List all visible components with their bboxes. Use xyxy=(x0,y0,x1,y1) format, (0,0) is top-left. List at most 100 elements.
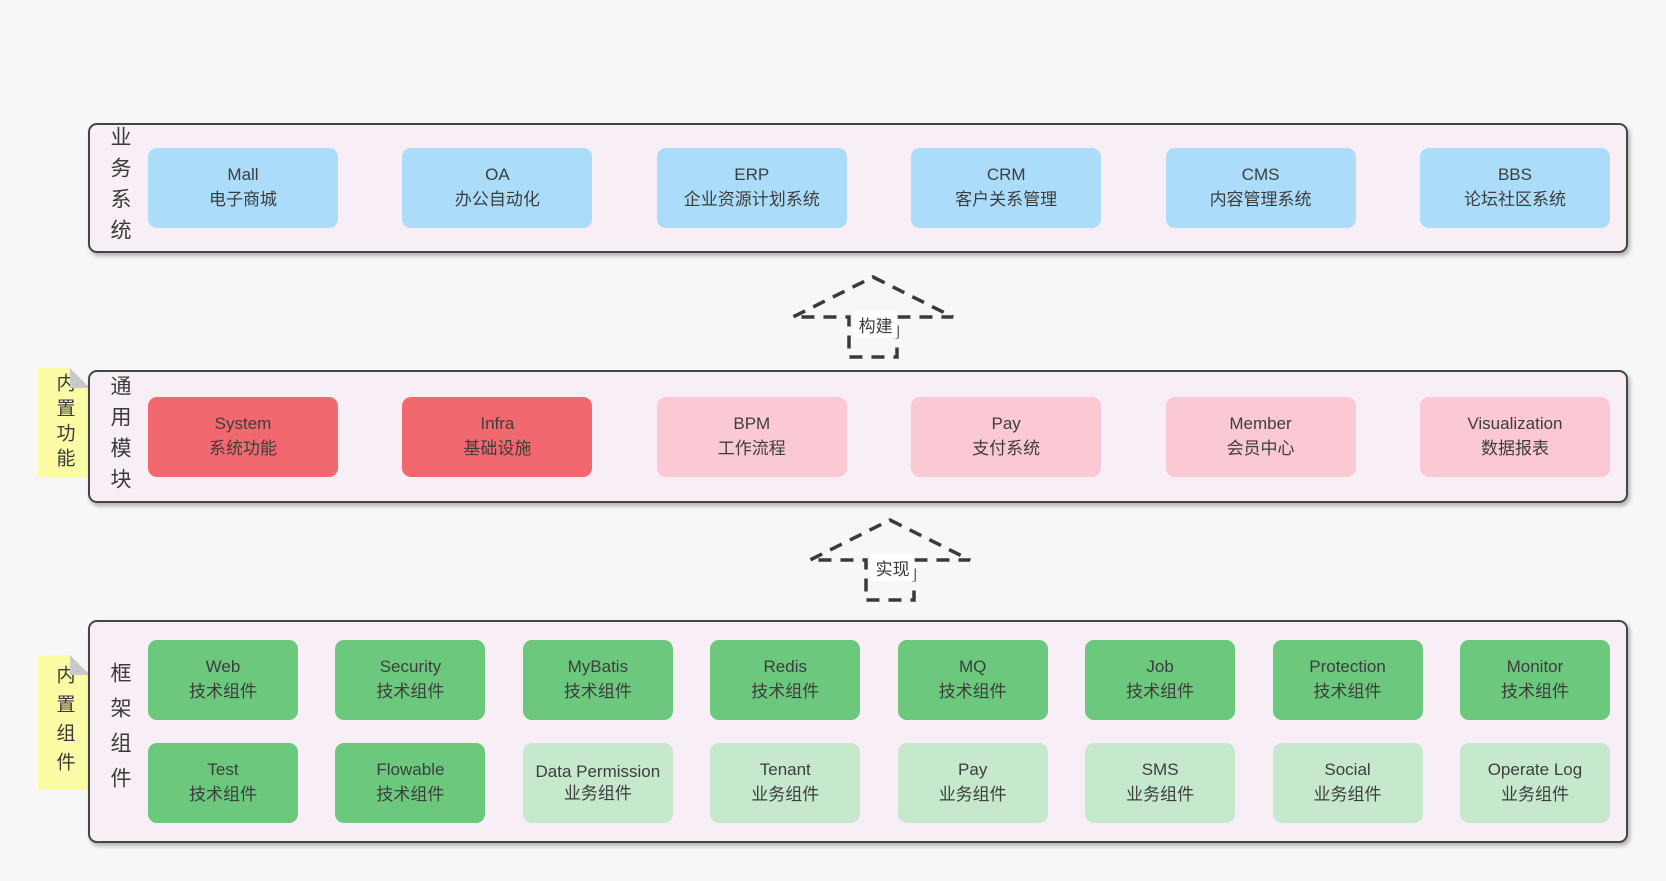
node-name: Pay xyxy=(958,760,988,780)
node-web: Web 技术组件 xyxy=(148,640,298,720)
node-oa: OA 办公自动化 xyxy=(402,148,593,228)
arrow-implement: 实现 xyxy=(808,518,972,602)
node-name: Operate Log xyxy=(1487,760,1583,780)
node-desc: 业务组件 xyxy=(563,784,632,803)
sticky-text: 内置组件 xyxy=(53,664,75,781)
framework-row-1: Web 技术组件 Security 技术组件 MyBatis 技术组件 Redi… xyxy=(148,640,1610,720)
node-crm: CRM 客户关系管理 xyxy=(911,148,1102,228)
node-name: BBS xyxy=(1497,165,1532,185)
node-desc: 技术组件 xyxy=(563,682,632,701)
node-name: Member xyxy=(1229,413,1292,433)
node-name: OA xyxy=(485,165,510,185)
sticky-fold-corner-icon xyxy=(70,655,90,675)
layer-business-systems: 业务系统 Mall 电子商城 OA 办公自动化 ERP 企业资源计划系统 CRM… xyxy=(88,123,1628,253)
node-infra: Infra 基础设施 xyxy=(402,396,593,477)
node-operate-log: Operate Log 业务组件 xyxy=(1459,743,1610,823)
layer-label-common: 通用模块 xyxy=(90,372,148,501)
node-name: Protection xyxy=(1309,657,1386,677)
node-desc: 支付系统 xyxy=(972,438,1041,458)
node-member: Member 会员中心 xyxy=(1165,396,1356,477)
arrow-build: 构建 xyxy=(791,275,955,359)
node-social: Social 业务组件 xyxy=(1272,743,1423,823)
node-erp: ERP 企业资源计划系统 xyxy=(656,148,847,228)
node-name: Social xyxy=(1324,760,1371,780)
node-desc: 技术组件 xyxy=(189,785,257,804)
node-visualization: Visualization 数据报表 xyxy=(1419,396,1610,477)
node-name: System xyxy=(214,413,272,433)
layer-label-text: 业务系统 xyxy=(108,126,131,250)
node-desc: 内容管理系统 xyxy=(1209,190,1312,209)
node-protection: Protection 技术组件 xyxy=(1272,640,1423,720)
node-bpm: BPM 工作流程 xyxy=(656,396,847,477)
node-name: Monitor xyxy=(1506,657,1564,677)
common-node-row: System 系统功能 Infra 基础设施 BPM 工作流程 Pay 支付系统… xyxy=(148,372,1626,501)
node-bbs: BBS 论坛社区系统 xyxy=(1419,148,1610,228)
sticky-built-in-features: 内置功能 xyxy=(38,368,90,477)
block-arrow-up-icon xyxy=(792,275,954,359)
node-name: Pay xyxy=(991,413,1021,433)
node-name: CRM xyxy=(986,165,1026,185)
node-tenant: Tenant 业务组件 xyxy=(710,743,861,823)
node-desc: 技术组件 xyxy=(751,682,820,701)
node-desc: 电子商城 xyxy=(209,190,277,209)
node-desc: 技术组件 xyxy=(1313,682,1382,701)
node-name: Mall xyxy=(227,165,259,185)
node-name: MyBatis xyxy=(567,657,629,677)
node-security: Security 技术组件 xyxy=(335,640,486,720)
layer-label-framework: 框架组件 xyxy=(90,622,148,841)
node-flowable: Flowable 技术组件 xyxy=(335,743,486,823)
sticky-fold-corner-icon xyxy=(70,368,90,388)
sticky-text: 内置功能 xyxy=(53,372,75,473)
node-desc: 办公自动化 xyxy=(454,190,540,209)
node-name: Data Permission xyxy=(535,761,661,781)
node-name: Flowable xyxy=(376,760,445,780)
node-test: Test 技术组件 xyxy=(148,743,298,823)
node-desc: 业务组件 xyxy=(751,785,820,804)
node-pay-system: Pay 支付系统 xyxy=(911,396,1102,477)
node-pay-component: Pay 业务组件 xyxy=(897,743,1048,823)
node-name: MQ xyxy=(958,657,987,677)
node-name: Tenant xyxy=(759,760,811,780)
node-desc: 业务组件 xyxy=(1500,785,1569,804)
node-job: Job 技术组件 xyxy=(1085,640,1236,720)
node-name: Infra xyxy=(480,413,515,433)
node-name: Visualization xyxy=(1467,413,1563,433)
node-desc: 系统功能 xyxy=(209,438,277,458)
node-system: System 系统功能 xyxy=(148,396,338,477)
framework-node-rows: Web 技术组件 Security 技术组件 MyBatis 技术组件 Redi… xyxy=(148,622,1626,841)
layer-label-business: 业务系统 xyxy=(90,125,148,251)
arrow-build-label: 构建 xyxy=(853,311,898,338)
node-desc: 技术组件 xyxy=(1126,682,1195,701)
node-name: ERP xyxy=(734,165,770,185)
node-mybatis: MyBatis 技术组件 xyxy=(522,640,673,720)
node-desc: 技术组件 xyxy=(938,682,1007,701)
node-name: Job xyxy=(1146,657,1174,677)
node-name: CMS xyxy=(1241,165,1280,185)
node-cms: CMS 内容管理系统 xyxy=(1165,148,1356,228)
node-desc: 技术组件 xyxy=(189,682,257,701)
layer-label-text: 通用模块 xyxy=(108,374,131,499)
layer-framework-components: 框架组件 Web 技术组件 Security 技术组件 MyBatis 技术组件… xyxy=(88,620,1628,843)
node-desc: 客户关系管理 xyxy=(955,190,1058,209)
node-desc: 业务组件 xyxy=(1126,785,1195,804)
node-name: Web xyxy=(205,657,241,677)
arrow-implement-label: 实现 xyxy=(870,554,915,581)
node-desc: 企业资源计划系统 xyxy=(683,190,820,209)
node-mall: Mall 电子商城 xyxy=(148,148,338,228)
layer-label-text: 框架组件 xyxy=(108,661,131,802)
node-desc: 数据报表 xyxy=(1480,438,1549,458)
node-name: BPM xyxy=(733,413,771,433)
node-name: SMS xyxy=(1141,760,1179,780)
node-data-permission: Data Permission 业务组件 xyxy=(522,743,673,823)
node-desc: 技术组件 xyxy=(376,785,445,804)
node-monitor: Monitor 技术组件 xyxy=(1459,640,1610,720)
node-desc: 工作流程 xyxy=(717,438,786,458)
layer-common-modules: 通用模块 System 系统功能 Infra 基础设施 BPM 工作流程 Pay… xyxy=(88,370,1628,503)
node-desc: 基础设施 xyxy=(463,438,532,458)
node-name: Redis xyxy=(763,657,807,677)
node-desc: 论坛社区系统 xyxy=(1463,190,1566,209)
node-desc: 技术组件 xyxy=(376,682,445,701)
block-arrow-up-icon xyxy=(809,518,971,602)
node-desc: 技术组件 xyxy=(1500,682,1569,701)
